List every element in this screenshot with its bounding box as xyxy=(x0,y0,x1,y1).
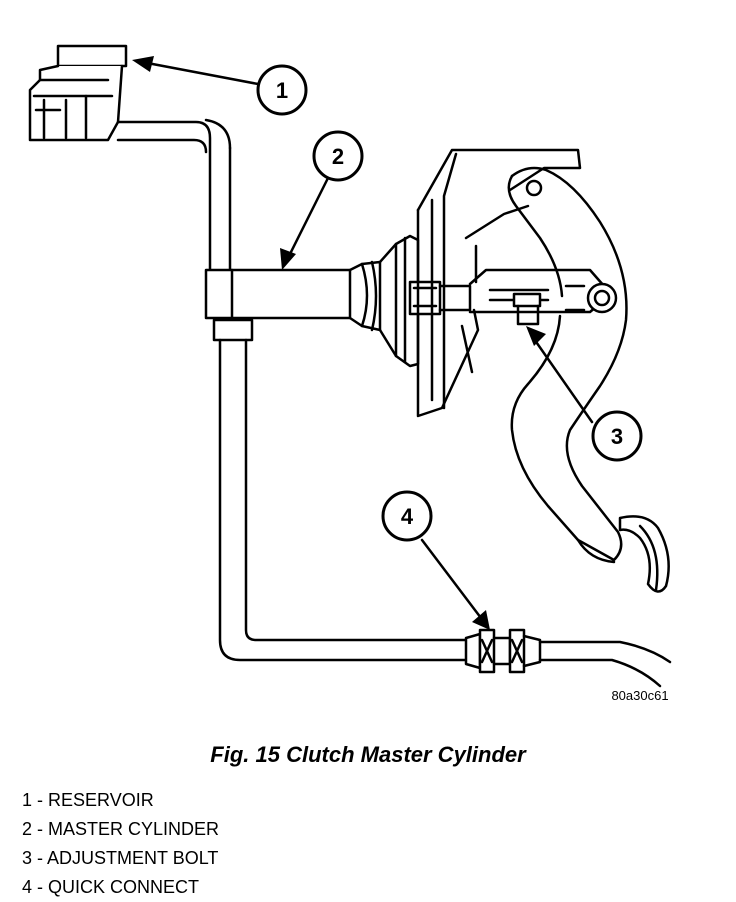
pedal-bracket-drawing xyxy=(416,148,582,418)
callout-leaders xyxy=(140,60,594,624)
callout-3-label: 3 xyxy=(611,424,623,449)
reservoir-drawing xyxy=(28,44,128,142)
clutch-pedal-drawing xyxy=(507,166,670,593)
legend-list: 1 - RESERVOIR 2 - MASTER CYLINDER 3 - AD… xyxy=(22,786,219,902)
clutch-master-cylinder-diagram: 1 2 3 4 80a30c61 xyxy=(28,44,672,703)
hydraulic-line-drawing xyxy=(212,318,672,688)
callout-4-circle xyxy=(381,490,433,542)
legend-item: 1 - RESERVOIR xyxy=(22,790,154,810)
reservoir-feed-line xyxy=(116,118,232,274)
callout-2-circle xyxy=(312,130,364,182)
leader-2 xyxy=(284,176,330,264)
callout-3-circle xyxy=(591,410,643,462)
callout-2-label: 2 xyxy=(332,144,344,169)
arrowhead-4 xyxy=(472,610,490,630)
callout-4-label: 4 xyxy=(401,504,414,529)
arrowhead-1 xyxy=(132,56,154,72)
figure-caption: Fig. 15 Clutch Master Cylinder xyxy=(210,742,526,767)
leader-3 xyxy=(530,334,594,424)
callout-1-label: 1 xyxy=(276,78,288,103)
arrowhead-3 xyxy=(526,326,546,346)
quick-connect-drawing xyxy=(464,628,542,674)
master-cylinder-drawing xyxy=(204,234,420,368)
legend-item: 4 - QUICK CONNECT xyxy=(22,877,200,897)
arrowhead-2 xyxy=(280,248,296,270)
image-code: 80a30c61 xyxy=(611,688,668,703)
leader-4 xyxy=(420,538,486,624)
legend-item: 2 - MASTER CYLINDER xyxy=(22,819,220,839)
leader-1 xyxy=(140,60,260,86)
callout-1-circle xyxy=(256,64,308,116)
pushrod-drawing xyxy=(408,268,618,326)
legend-item: 3 - ADJUSTMENT BOLT xyxy=(22,848,219,868)
